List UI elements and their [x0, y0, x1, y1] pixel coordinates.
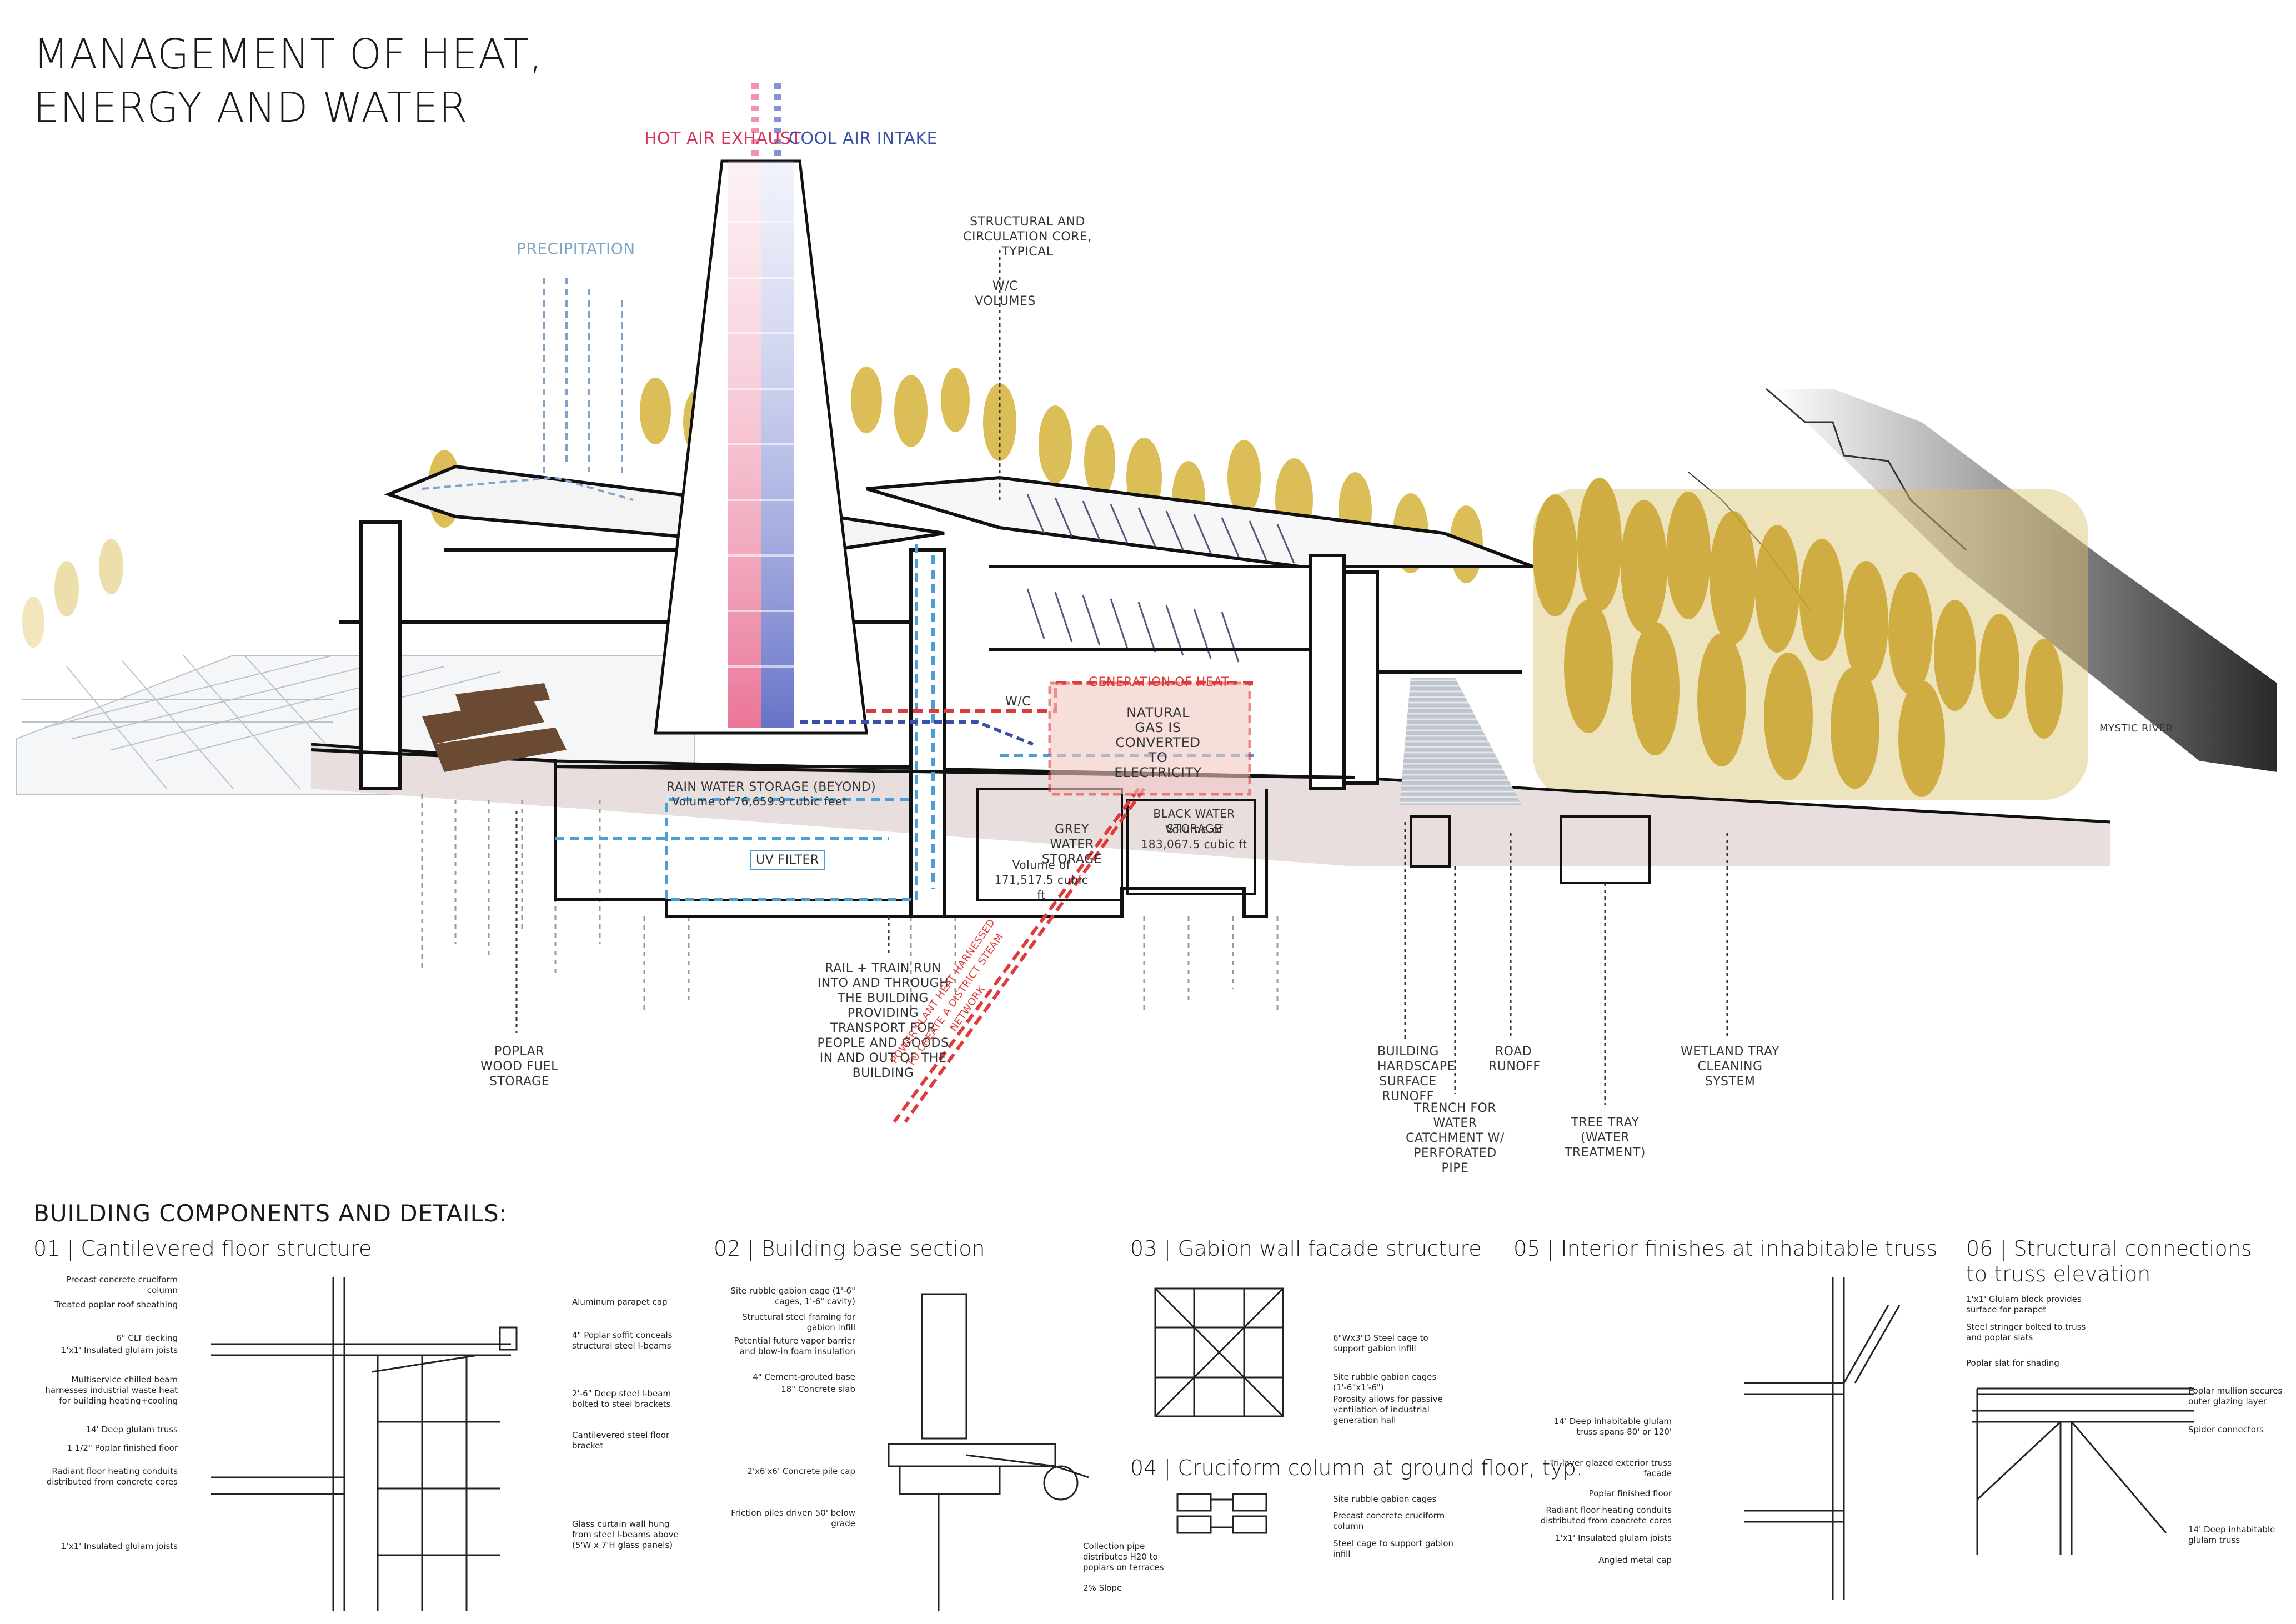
grey-water-label: GREY WATER STORAGE — [1041, 823, 1102, 866]
components-title: BUILDING COMPONENTS AND DETAILS: — [33, 1200, 508, 1227]
d06-note-2: Steel stringer bolted to truss and popla… — [1966, 1322, 2086, 1342]
d02-note-4: 4" Cement-grouted base — [753, 1372, 855, 1382]
d01-rnote-1: Aluminum parapet cap — [572, 1297, 668, 1307]
d06-note-3: Poplar slat for shading — [1966, 1358, 2059, 1368]
d01-note-4: 1'x1' Insulated glulam joists — [61, 1345, 178, 1355]
tree-tray-label: TREE TRAY (WATER TREATMENT) — [1565, 1116, 1646, 1160]
d03-note-1: 6"Wx3"D Steel cage to support gabion inf… — [1333, 1333, 1428, 1354]
generation-label: GENERATION OF HEAT — [1089, 675, 1229, 689]
d05-note-1: 14' Deep inhabitable glulam truss spans … — [1553, 1416, 1672, 1437]
detail-02-title: 02 | Building base section — [714, 1236, 985, 1261]
intake-arrow — [800, 720, 1034, 746]
d01-note-9: 1'x1' Insulated glulam joists — [61, 1541, 178, 1551]
hardscape-label: BUILDING HARDSCAPE SURFACE RUNOFF — [1377, 1045, 1455, 1104]
title-line-1: MANAGEMENT OF HEAT, — [33, 31, 543, 78]
exhaust-chimney — [654, 83, 868, 735]
d01-note-7: 1 1/2" Poplar finished floor — [67, 1443, 178, 1453]
d04-note-3: Steel cage to support gabion infill — [1333, 1538, 1454, 1559]
detail-05-title: 05 | Interior finishes at inhabitable tr… — [1513, 1236, 1938, 1261]
detail-02-drawing — [888, 1293, 1089, 1611]
black-water-label: BLACK WATER STORAGE — [1153, 807, 1235, 835]
rain-storage-label: RAIN WATER STORAGE (BEYOND) — [666, 780, 876, 794]
fuel-storage-label: POPLAR WOOD FUEL STORAGE — [480, 1045, 558, 1089]
d04-note-1: Site rubble gabion cages — [1333, 1494, 1437, 1504]
d06-rnote-2: Spider connectors — [2188, 1425, 2264, 1435]
d01-note-6: 14' Deep glulam truss — [86, 1425, 178, 1435]
d01-rnote-5: Glass curtain wall hung from steel I-bea… — [572, 1519, 679, 1550]
d01-note-2: Treated poplar roof sheathing — [54, 1300, 178, 1310]
d01-note-3: 6" CLT decking — [116, 1333, 178, 1343]
detail-04-drawing — [1176, 1493, 1267, 1534]
black-volume-label: Volume of 183,067.5 cubic ft — [1141, 823, 1247, 851]
detail-03-title: 03 | Gabion wall facade structure — [1130, 1236, 1482, 1261]
grey-volume-label: Volume of 171,517.5 cubic ft — [994, 858, 1089, 901]
d03-note-3: Porosity allows for passive ventilation … — [1333, 1394, 1443, 1425]
wc-volumes-label: W/C VOLUMES — [975, 279, 1036, 308]
wetland-label: WETLAND TRAY CLEANING SYSTEM — [1681, 1045, 1779, 1089]
d02-note-1: Site rubble gabion cage (1'-6" cages, 1'… — [730, 1286, 855, 1306]
rain-volume-label: Volume of 76,659.9 cubic feet — [672, 795, 848, 808]
d05-note-5: 1'x1' Insulated glulam joists — [1555, 1533, 1672, 1543]
precipitation-label: PRECIPITATION — [517, 239, 635, 258]
d02-rnote-2: 2% Slope — [1083, 1583, 1122, 1593]
d05-note-4: Radiant floor heating conduits distribut… — [1540, 1505, 1672, 1526]
detail-06-drawing — [1972, 1387, 2194, 1555]
rail-label: RAIL + TRAIN RUN INTO AND THROUGH THE BU… — [817, 961, 949, 1080]
d02-note-3: Potential future vapor barrier and blow-… — [734, 1336, 855, 1356]
trench-label: TRENCH FOR WATER CATCHMENT W/ PERFORATED… — [1406, 1101, 1505, 1175]
generation-hall — [1048, 681, 1251, 796]
d01-note-5: Multiservice chilled beam harnesses indu… — [45, 1375, 178, 1406]
d05-note-2: Tri-layer glazed exterior truss facade — [1550, 1458, 1672, 1478]
detail-06-title: 06 | Structural connections to truss ele… — [1966, 1236, 2252, 1286]
detail-04-title: 04 | Cruciform column at ground floor, t… — [1130, 1456, 1583, 1480]
natural-gas-label: NATURAL GAS IS CONVERTED TO ELECTRICITY — [1114, 705, 1202, 780]
river-label: MYSTIC RIVER — [2099, 723, 2173, 734]
page-title: MANAGEMENT OF HEAT, ENERGY AND WATER — [33, 28, 543, 134]
gabion-wall — [1400, 678, 1522, 805]
hot-air-exhaust-label: HOT AIR EXHAUST — [644, 129, 802, 148]
detail-05-drawing — [1744, 1277, 1901, 1600]
uv-filter-label: UV FILTER — [750, 850, 825, 870]
detail-01-title: 01 | Cantilevered floor structure — [33, 1236, 372, 1261]
title-line-2: ENERGY AND WATER — [33, 84, 468, 132]
d01-note-8: Radiant floor heating conduits distribut… — [46, 1466, 178, 1487]
cool-air-intake-label: COOL AIR INTAKE — [789, 129, 938, 148]
detail-03-drawing — [1154, 1287, 1284, 1417]
water-lines — [555, 544, 1255, 901]
wetland-forest — [1533, 478, 2088, 800]
d01-note-1: Precast concrete cruciform column — [66, 1275, 178, 1295]
d06-rnote-1: Poplar mullion secures outer glazing lay… — [2188, 1386, 2283, 1406]
d03-note-2: Site rubble gabion cages (1'-6"x1'-6") — [1333, 1372, 1437, 1392]
leader-lines — [515, 250, 1728, 1105]
d05-note-3: Poplar finished floor — [1588, 1488, 1672, 1498]
d01-rnote-2: 4" Poplar soffit conceals structural ste… — [572, 1330, 673, 1351]
fuel-logs — [422, 683, 567, 772]
precipitation-flow — [422, 278, 634, 501]
road-runoff-label: ROAD RUNOFF — [1488, 1045, 1541, 1074]
d02-note-5: 18" Concrete slab — [781, 1384, 855, 1394]
d05-note-6: Angled metal cap — [1598, 1555, 1672, 1565]
d04-note-2: Precast concrete cruciform column — [1333, 1511, 1445, 1531]
d01-rnote-4: Cantilevered steel floor bracket — [572, 1430, 670, 1451]
d02-rnote-1: Collection pipe distributes H20 to popla… — [1083, 1541, 1164, 1572]
d06-note-1: 1'x1' Glulam block provides surface for … — [1966, 1294, 2082, 1315]
wc-label: W/C — [1005, 695, 1031, 709]
d02-note-6: 2'x6'x6' Concrete pile cap — [747, 1466, 855, 1476]
d06-rnote-3: 14' Deep inhabitable glulam truss — [2188, 1525, 2275, 1545]
core-label: STRUCTURAL AND CIRCULATION CORE, TYPICAL — [963, 215, 1092, 259]
detail-01-drawing — [211, 1277, 518, 1611]
d02-note-2: Structural steel framing for gabion infi… — [742, 1312, 855, 1332]
d02-note-7: Friction piles driven 50' below grade — [731, 1508, 855, 1528]
d01-rnote-3: 2'-6" Deep steel I-beam bolted to steel … — [572, 1389, 671, 1409]
